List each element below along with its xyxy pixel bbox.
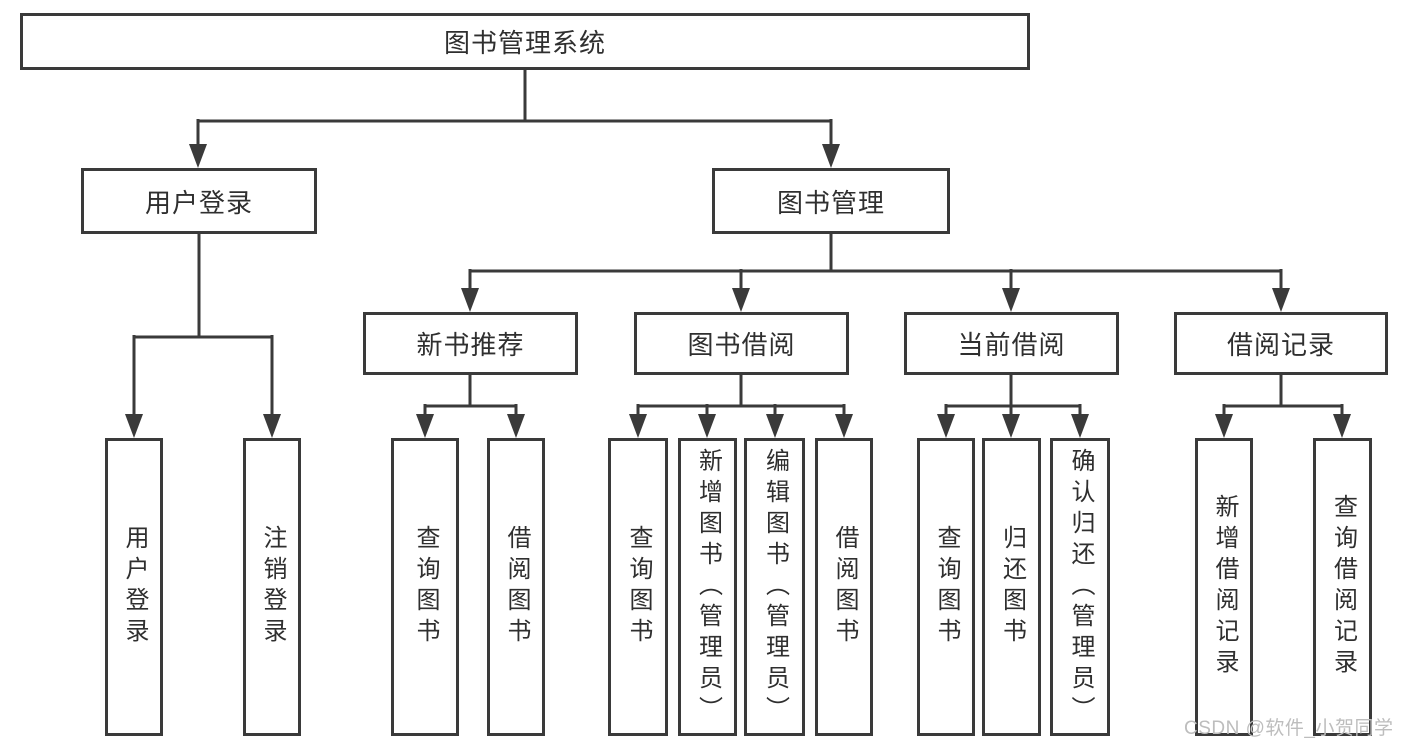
node-label: 注销登录 — [259, 525, 286, 649]
node-label: 编辑图书（管理员） — [761, 447, 789, 727]
node-root: 图书管理系统 — [20, 13, 1030, 70]
csdn-watermark: CSDN @软件_小贺同学 — [1184, 718, 1394, 739]
node-label: 图书管理系统 — [443, 28, 606, 58]
leaf-query-books-current: 查询图书 — [917, 438, 975, 736]
node-label: 查询借阅记录 — [1329, 494, 1357, 680]
leaf-edit-books-admin: 编辑图书（管理员） — [744, 438, 805, 736]
node-label: 借阅记录 — [1226, 330, 1335, 360]
leaf-borrow-books-borrow: 借阅图书 — [815, 438, 873, 736]
leaf-add-books-admin: 新增图书（管理员） — [678, 438, 737, 736]
node-label: 借阅图书 — [503, 525, 530, 649]
node-label: 归还图书 — [998, 525, 1026, 649]
node-book-borrowing: 图书借阅 — [634, 312, 849, 375]
node-label: 用户登录 — [144, 187, 253, 218]
node-user-login: 用户登录 — [81, 168, 317, 234]
leaf-confirm-return-admin: 确认归还（管理员） — [1050, 438, 1110, 736]
leaf-add-borrow-record: 新增借阅记录 — [1195, 438, 1253, 736]
node-label: 新书推荐 — [416, 330, 525, 360]
node-label: 借阅图书 — [831, 525, 858, 649]
leaf-query-books-borrow: 查询图书 — [608, 438, 668, 736]
leaf-query-borrow-record: 查询借阅记录 — [1313, 438, 1372, 736]
node-current-borrowing: 当前借阅 — [904, 312, 1119, 375]
node-label: 查询图书 — [933, 525, 960, 649]
leaf-return-books: 归还图书 — [982, 438, 1041, 736]
node-label: 新增图书（管理员） — [694, 447, 722, 727]
leaf-query-books-recommend: 查询图书 — [391, 438, 459, 736]
leaf-logout-login: 注销登录 — [243, 438, 301, 736]
leaf-borrow-books-recommend: 借阅图书 — [487, 438, 545, 736]
node-label: 确认归还（管理员） — [1067, 447, 1094, 727]
node-label: 图书管理 — [776, 187, 885, 218]
node-label: 当前借阅 — [957, 330, 1066, 360]
node-label: 查询图书 — [412, 525, 439, 649]
node-label: 用户登录 — [121, 525, 148, 649]
node-new-book-recommend: 新书推荐 — [363, 312, 578, 375]
arrowheads — [125, 144, 1351, 438]
node-label: 查询图书 — [625, 525, 652, 649]
node-book-management: 图书管理 — [712, 168, 950, 234]
node-label: 图书借阅 — [687, 330, 796, 360]
node-borrowing-records: 借阅记录 — [1174, 312, 1388, 375]
node-label: 新增借阅记录 — [1211, 494, 1238, 680]
leaf-user-login: 用户登录 — [105, 438, 163, 736]
